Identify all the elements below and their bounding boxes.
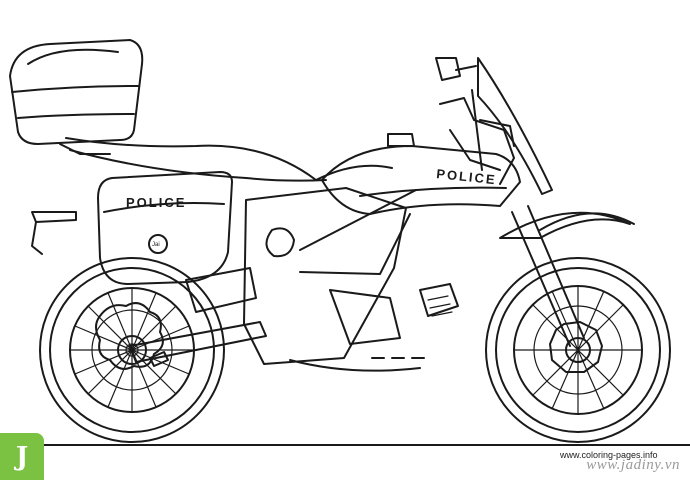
front-fork [499, 205, 635, 347]
site-url-watermark: www.jadiny.vn [586, 457, 680, 473]
saddlebag-police-label: POLICE [126, 195, 186, 210]
badge-label: Jai [152, 242, 160, 248]
fuel-tank: POLICE [321, 133, 521, 215]
front-wheel [485, 257, 671, 443]
source-url: www.coloring-pages.info [560, 450, 658, 460]
tank-police-label: POLICE [436, 166, 498, 187]
saddlebag: POLICE Jai [97, 171, 233, 285]
seat [31, 137, 393, 255]
logo-icon: J [0, 433, 44, 480]
swingarm [129, 267, 267, 367]
frame-engine [243, 187, 459, 372]
top-case [9, 39, 144, 155]
